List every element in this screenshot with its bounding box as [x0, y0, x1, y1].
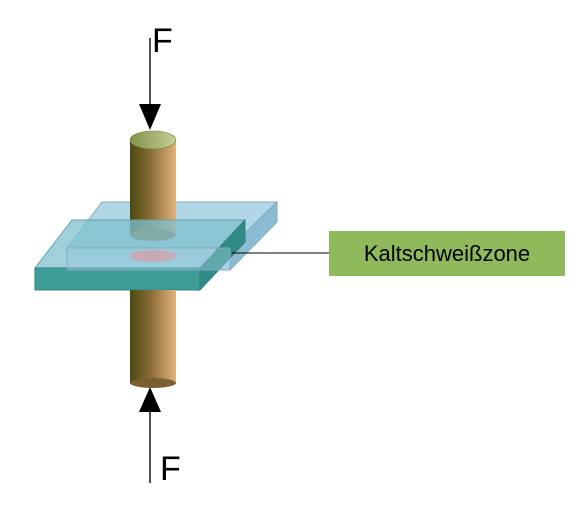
- force-arrow-top: [139, 38, 161, 130]
- cold-weld-zone-text: Kaltschweißzone: [363, 240, 531, 266]
- weld-zone: [129, 250, 177, 262]
- cold-weld-zone-label: Kaltschweißzone: [329, 231, 565, 276]
- upper-plate-front-overlay: [66, 247, 231, 271]
- lower-rod: [130, 290, 176, 388]
- force-arrow-bottom: [139, 387, 161, 483]
- force-label-top: F: [152, 22, 173, 60]
- force-label-bottom: F: [160, 450, 181, 488]
- lower-plate: [33, 218, 247, 292]
- upper-rod: [129, 130, 177, 241]
